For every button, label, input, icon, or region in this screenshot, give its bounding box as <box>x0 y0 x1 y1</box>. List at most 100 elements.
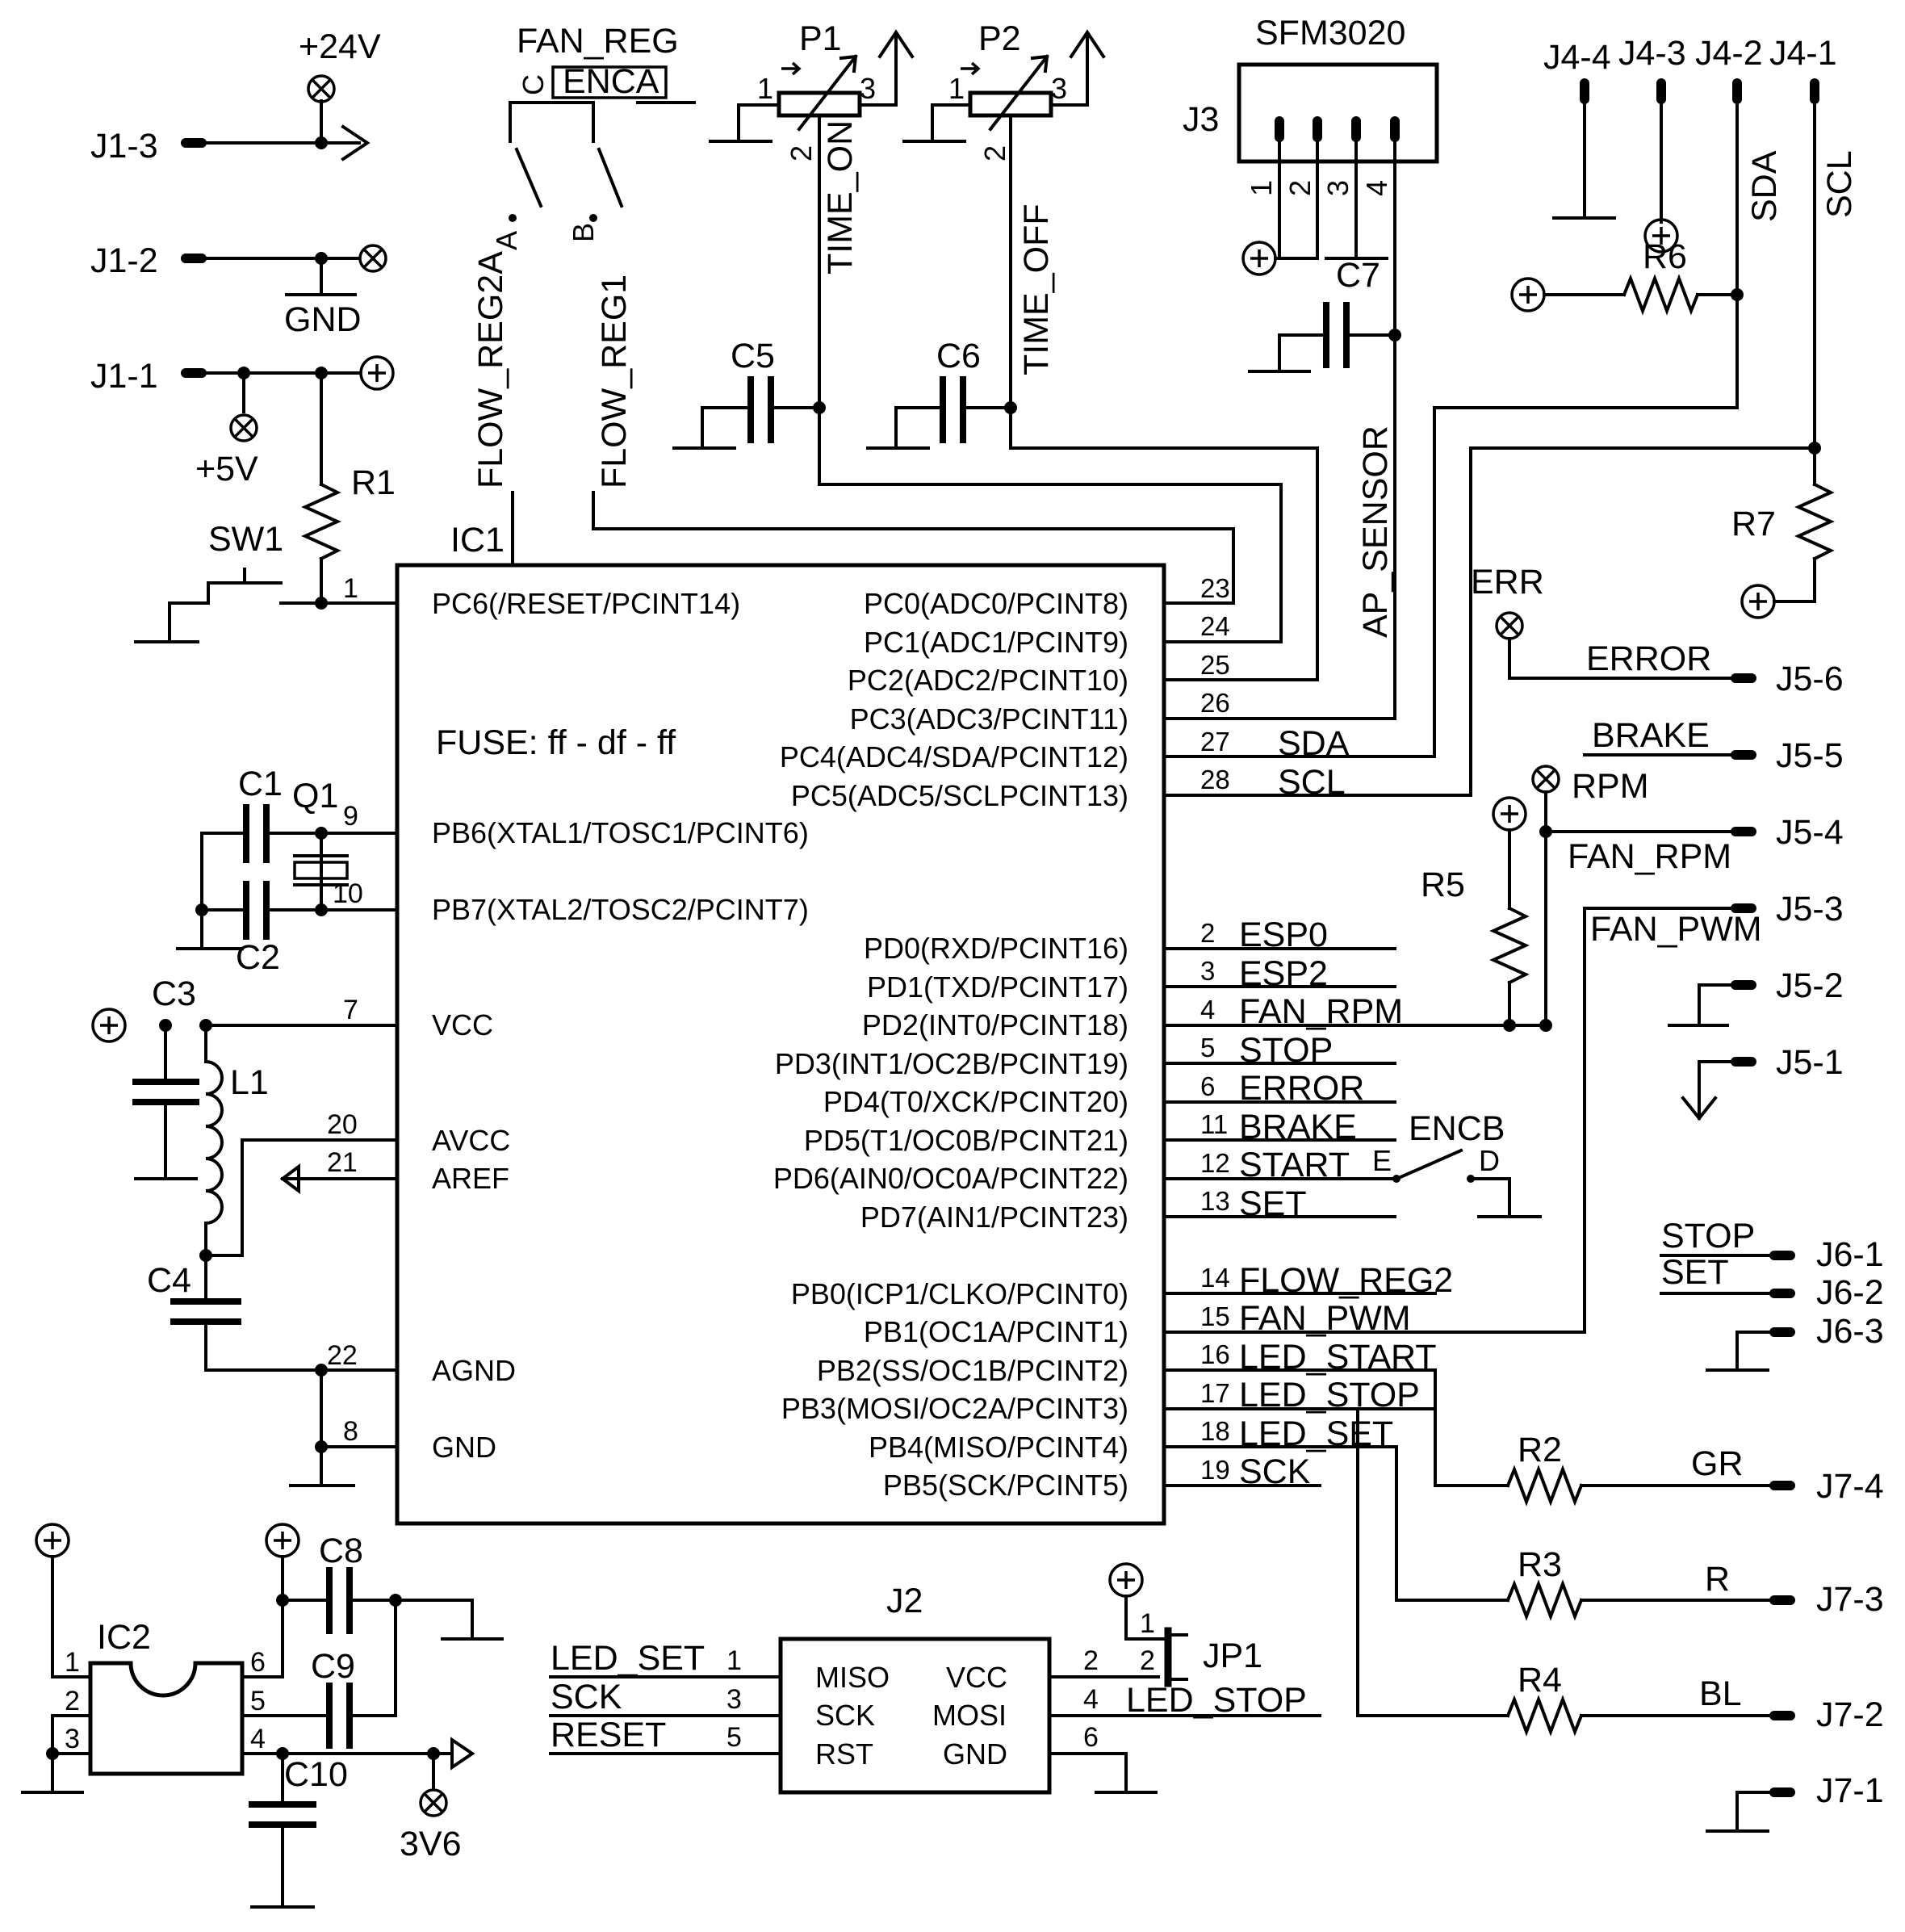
j2-sck: SCK <box>815 1699 875 1732</box>
net-time-on: TIME_ON <box>821 120 860 275</box>
r2-resistor <box>1505 1465 1584 1507</box>
test-point-5v-icon <box>229 413 258 442</box>
net-bl: BL <box>1699 1674 1742 1713</box>
c5-c6-capacitors: C5 C6 <box>672 337 1319 681</box>
net-time-off: TIME_OFF <box>1017 203 1056 375</box>
power-gnd-label: GND <box>284 300 362 339</box>
ic1-fuse: FUSE: ff - df - ff <box>436 723 676 762</box>
ic1-pinno-28: 28 <box>1200 765 1230 794</box>
fan-reg-switch[interactable]: FAN_REG ENCA C A B FLOW_REG2A FLOW_REG1 <box>471 22 1235 605</box>
ic1-pin-pc3: PC3(ADC3/PCINT11) <box>850 702 1128 736</box>
ic1-pinno-3: 3 <box>1200 956 1215 986</box>
c3-label: C3 <box>152 974 196 1013</box>
power-3v6-label: 3V6 <box>400 1825 462 1863</box>
q1-label: Q1 <box>292 777 338 815</box>
p2-label: P2 <box>978 19 1021 58</box>
net-flow-reg1: FLOW_REG1 <box>595 275 634 488</box>
j2-pin3-num: 3 <box>726 1684 742 1715</box>
ic1-pin-pc0: PC0(ADC0/PCINT8) <box>864 587 1128 620</box>
p2-potentiometer[interactable]: P2 1 3 2 TIME_OFF <box>902 19 1106 450</box>
vcc-symbol-icon <box>1643 218 1679 254</box>
r4-resistor <box>1505 1695 1584 1737</box>
power-24v-label: +24V <box>299 27 381 66</box>
p2-pin3: 3 <box>1051 72 1067 105</box>
j3-pin3-num: 3 <box>1321 180 1354 196</box>
net-ledset-j2: LED_SET <box>551 1639 705 1678</box>
j7-4-label: J7-4 <box>1816 1467 1884 1506</box>
net-ap-sensor: AP_SENSOR <box>1356 425 1395 638</box>
p1-potentiometer[interactable]: P1 1 3 2 TIME_ON <box>709 19 915 409</box>
ic1-pinno-15: 15 <box>1200 1301 1230 1331</box>
ic1-pinno-5: 5 <box>1200 1033 1215 1062</box>
p2-pin2: 2 <box>978 145 1011 161</box>
j2-pin2-num: 2 <box>1083 1645 1099 1676</box>
ic1-body <box>395 563 1166 1526</box>
ic1-pin-pd6: PD6(AIN0/OC0A/PCINT22) <box>773 1162 1128 1195</box>
vcc-symbol-icon <box>359 355 395 391</box>
j2-miso: MISO <box>815 1661 890 1694</box>
r3-resistor <box>1505 1579 1584 1621</box>
test-point-gnd-icon <box>358 244 387 273</box>
aref-arrow-icon <box>279 1163 300 1194</box>
j3-pin2-num: 2 <box>1283 180 1317 196</box>
err-label: ERR <box>1471 563 1544 601</box>
encb-e-label: E <box>1372 1144 1392 1177</box>
ic1-pinno-22: 22 <box>327 1340 358 1371</box>
p1-label: P1 <box>799 19 842 58</box>
j5-5-label: J5-5 <box>1776 736 1844 775</box>
r1-label: R1 <box>351 463 396 502</box>
ic1-pinno-17: 17 <box>1200 1378 1230 1408</box>
ic1-pinno-14: 14 <box>1200 1263 1230 1293</box>
ic1-pin-aref: AREF <box>432 1162 509 1195</box>
j5-3-label: J5-3 <box>1776 890 1844 928</box>
ic1-pin-pb3: PB3(MOSI/OC2A/PCINT3) <box>781 1392 1128 1425</box>
j2-gnd: GND <box>943 1737 1007 1771</box>
ic1-pinno-2: 2 <box>1200 918 1215 948</box>
j3-pin4-num: 4 <box>1360 180 1393 196</box>
p1-pin2: 2 <box>785 145 818 161</box>
enca-label: ENCA <box>563 62 659 101</box>
net-gr: GR <box>1691 1444 1744 1483</box>
ic1-pin-pc5: PC5(ADC5/SCLPCINT13) <box>791 779 1128 812</box>
24v-arrow-icon <box>341 124 371 161</box>
ic1: IC1 FUSE: ff - df - ff PC6(/RESET/PCINT1… <box>204 521 1586 1526</box>
j1-2-label: J1-2 <box>90 241 158 280</box>
j1-3-label: J1-3 <box>90 127 158 166</box>
ic1-pinno-26: 26 <box>1200 688 1230 718</box>
j2-pin5-num: 5 <box>726 1722 742 1753</box>
p1-supply-arrow-icon <box>877 29 915 59</box>
ic1-pin-pd7: PD7(AIN1/PCINT23) <box>860 1201 1128 1234</box>
p2-supply-arrow-icon <box>1069 29 1106 59</box>
ic1-pin-vcc: VCC <box>432 1008 493 1041</box>
jp1-label: JP1 <box>1203 1637 1262 1675</box>
jp1-jumper[interactable]: JP1 1 2 <box>1108 1562 1262 1687</box>
encb-label: ENCB <box>1409 1109 1505 1148</box>
ic2-regulator: IC2 1 2 3 4 5 6 C8 C9 <box>21 1523 504 1909</box>
encb-switch[interactable]: ENCB E D <box>1372 1109 1542 1218</box>
net-stop-j6: STOP <box>1661 1217 1755 1255</box>
j7-2-label: J7-2 <box>1816 1695 1884 1734</box>
j5-4-label: J5-4 <box>1776 813 1844 852</box>
j4-1-label: J4-1 <box>1769 34 1837 73</box>
j6-1-label: J6-1 <box>1816 1235 1884 1274</box>
sw1-label: SW1 <box>208 520 283 559</box>
ic1-pin-pc1: PC1(ADC1/PCINT9) <box>864 626 1128 659</box>
ic1-pinno-16: 16 <box>1200 1339 1230 1369</box>
ic1-pinno-19: 19 <box>1200 1455 1230 1485</box>
j2-pin6-num: 6 <box>1083 1722 1099 1753</box>
j6-3-label: J6-3 <box>1816 1312 1884 1351</box>
ic1-pinno-6: 6 <box>1200 1071 1215 1101</box>
vcc-symbol-icon <box>1740 584 1776 619</box>
net-fanpwm-j5: FAN_PWM <box>1590 910 1762 949</box>
r6-label: R6 <box>1643 237 1687 276</box>
ic2-label: IC2 <box>97 1618 151 1657</box>
net-fanrpm-j5: FAN_RPM <box>1568 837 1731 876</box>
ic1-pinno-25: 25 <box>1200 650 1230 680</box>
c10-label: C10 <box>284 1755 348 1794</box>
ic1-pin-agnd: AGND <box>432 1354 516 1387</box>
ic1-pinno-21: 21 <box>327 1147 358 1178</box>
crystal-circuit: C1 Q1 C2 <box>176 765 349 977</box>
c9-label: C9 <box>311 1647 355 1686</box>
j2-label: J2 <box>886 1582 923 1620</box>
